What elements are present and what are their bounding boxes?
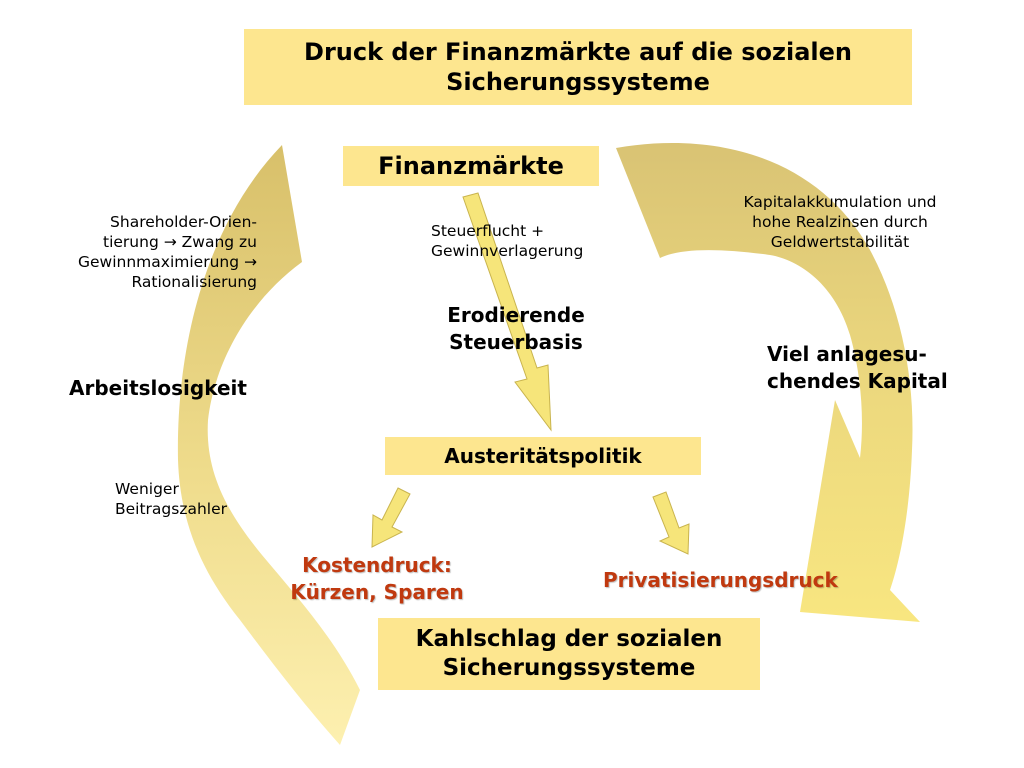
erodierende-line-2: Steuerbasis	[449, 330, 583, 354]
viel-kapital-label: Viel anlagesu- chendes Kapital	[767, 341, 948, 395]
left-cycle-arrow	[177, 145, 360, 745]
erodierende-label: Erodierende Steuerbasis	[416, 302, 616, 356]
kostendruck-line-1: Kostendruck:	[302, 553, 452, 577]
steuerflucht-label: Steuerflucht + Gewinnverlagerung	[431, 221, 583, 261]
kahlschlag-line-1: Kahlschlag der sozialen	[415, 626, 723, 653]
shareholder-line-3a: Gewinnmaximierung	[78, 253, 240, 272]
center-down-arrow	[462, 192, 552, 432]
kapital-line-2: hohe Realzinsen durch	[752, 213, 928, 232]
arrow-right-icon: →	[244, 253, 257, 272]
weniger-line-1: Weniger	[115, 480, 179, 498]
weniger-beitragszahler-label: Weniger Beitragszahler	[115, 479, 227, 519]
arrow-right-icon: →	[163, 233, 177, 252]
title-box: Druck der Finanzmärkte auf die sozialen …	[244, 29, 912, 105]
austeritaet-box: Austeritätspolitik	[385, 437, 701, 475]
title-line-2: Sicherungssysteme	[446, 68, 710, 96]
finanzmaerkte-label: Finanzmärkte	[378, 152, 564, 180]
shareholder-line-3: Gewinnmaximierung →	[20, 252, 257, 272]
kapitalakkumulation-label: Kapitalakkumulation und hohe Realzinsen …	[710, 192, 970, 252]
kahlschlag-line-2: Sicherungssysteme	[442, 655, 696, 681]
erodierende-line-1: Erodierende	[447, 303, 585, 327]
kahlschlag-box: Kahlschlag der sozialen Sicherungssystem…	[378, 618, 760, 690]
arbeitslosigkeit-label: Arbeitslosigkeit	[69, 375, 247, 402]
privatisierungsdruck-label: Privatisierungsdruck	[603, 567, 838, 594]
right-cycle-arrow	[616, 143, 920, 622]
kostendruck-line-2: Kürzen, Sparen	[290, 580, 464, 604]
kostendruck-arrow	[371, 487, 411, 548]
viel-line-2: chendes Kapital	[767, 369, 948, 393]
shareholder-line-1: Shareholder-Orien-	[110, 213, 257, 231]
weniger-line-2: Beitragszahler	[115, 500, 228, 519]
kapital-line-3: Geldwertstabilität	[770, 233, 910, 252]
privatisierung-text: Privatisierungsdruck	[603, 568, 838, 592]
steuerflucht-line-1: Steuerflucht +	[431, 222, 545, 240]
shareholder-line-2a: tierung	[103, 233, 159, 252]
shareholder-line-2b: Zwang zu	[181, 233, 257, 252]
shareholder-line-2: tierung → Zwang zu	[20, 232, 257, 252]
title-line-1: Druck der Finanzmärkte auf die sozialen	[304, 38, 852, 66]
finanzmaerkte-box: Finanzmärkte	[343, 146, 599, 186]
arbeitslosigkeit-text: Arbeitslosigkeit	[69, 376, 247, 400]
viel-line-1: Viel anlagesu-	[767, 342, 927, 366]
privatisierung-arrow	[652, 491, 690, 555]
shareholder-label: Shareholder-Orien- tierung → Zwang zu Ge…	[20, 212, 257, 293]
kapital-line-1: Kapitalakkumulation und	[743, 193, 937, 211]
shareholder-line-4: Rationalisierung	[131, 273, 257, 292]
steuerflucht-line-2: Gewinnverlagerung	[431, 242, 584, 261]
kostendruck-label: Kostendruck: Kürzen, Sparen	[272, 552, 482, 606]
austeritaet-label: Austeritätspolitik	[444, 443, 642, 468]
